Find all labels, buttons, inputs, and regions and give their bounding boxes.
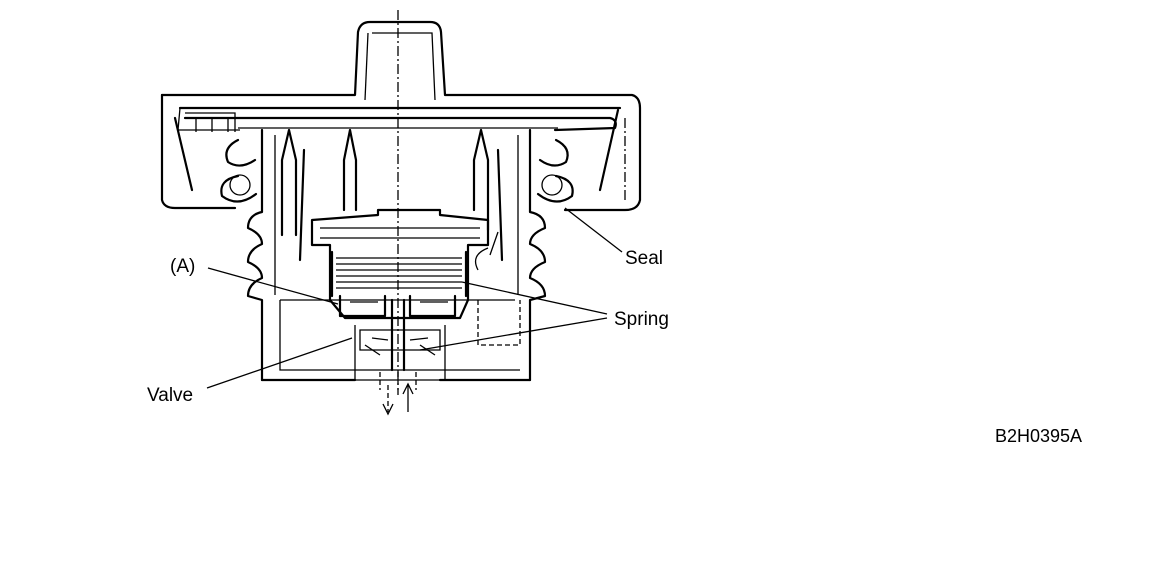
a-label: (A) [170,256,195,277]
spring-leader-upper [461,281,608,315]
a-leader [207,267,339,305]
valve-label: Valve [147,385,193,406]
spring-leader-lower [419,317,608,351]
seal-leader [564,207,623,253]
valve-housing [310,208,499,381]
retainer-fingers [280,128,504,262]
figure-code: B2H0395A [995,426,1082,446]
flow-arrows [379,372,417,416]
valve-leader [206,337,353,389]
seal-label: Seal [625,248,663,269]
cap-shell [160,20,642,212]
seal-left [220,138,258,203]
spring-label: Spring [614,309,669,330]
filler-neck [246,128,547,382]
seal-right [536,138,574,203]
